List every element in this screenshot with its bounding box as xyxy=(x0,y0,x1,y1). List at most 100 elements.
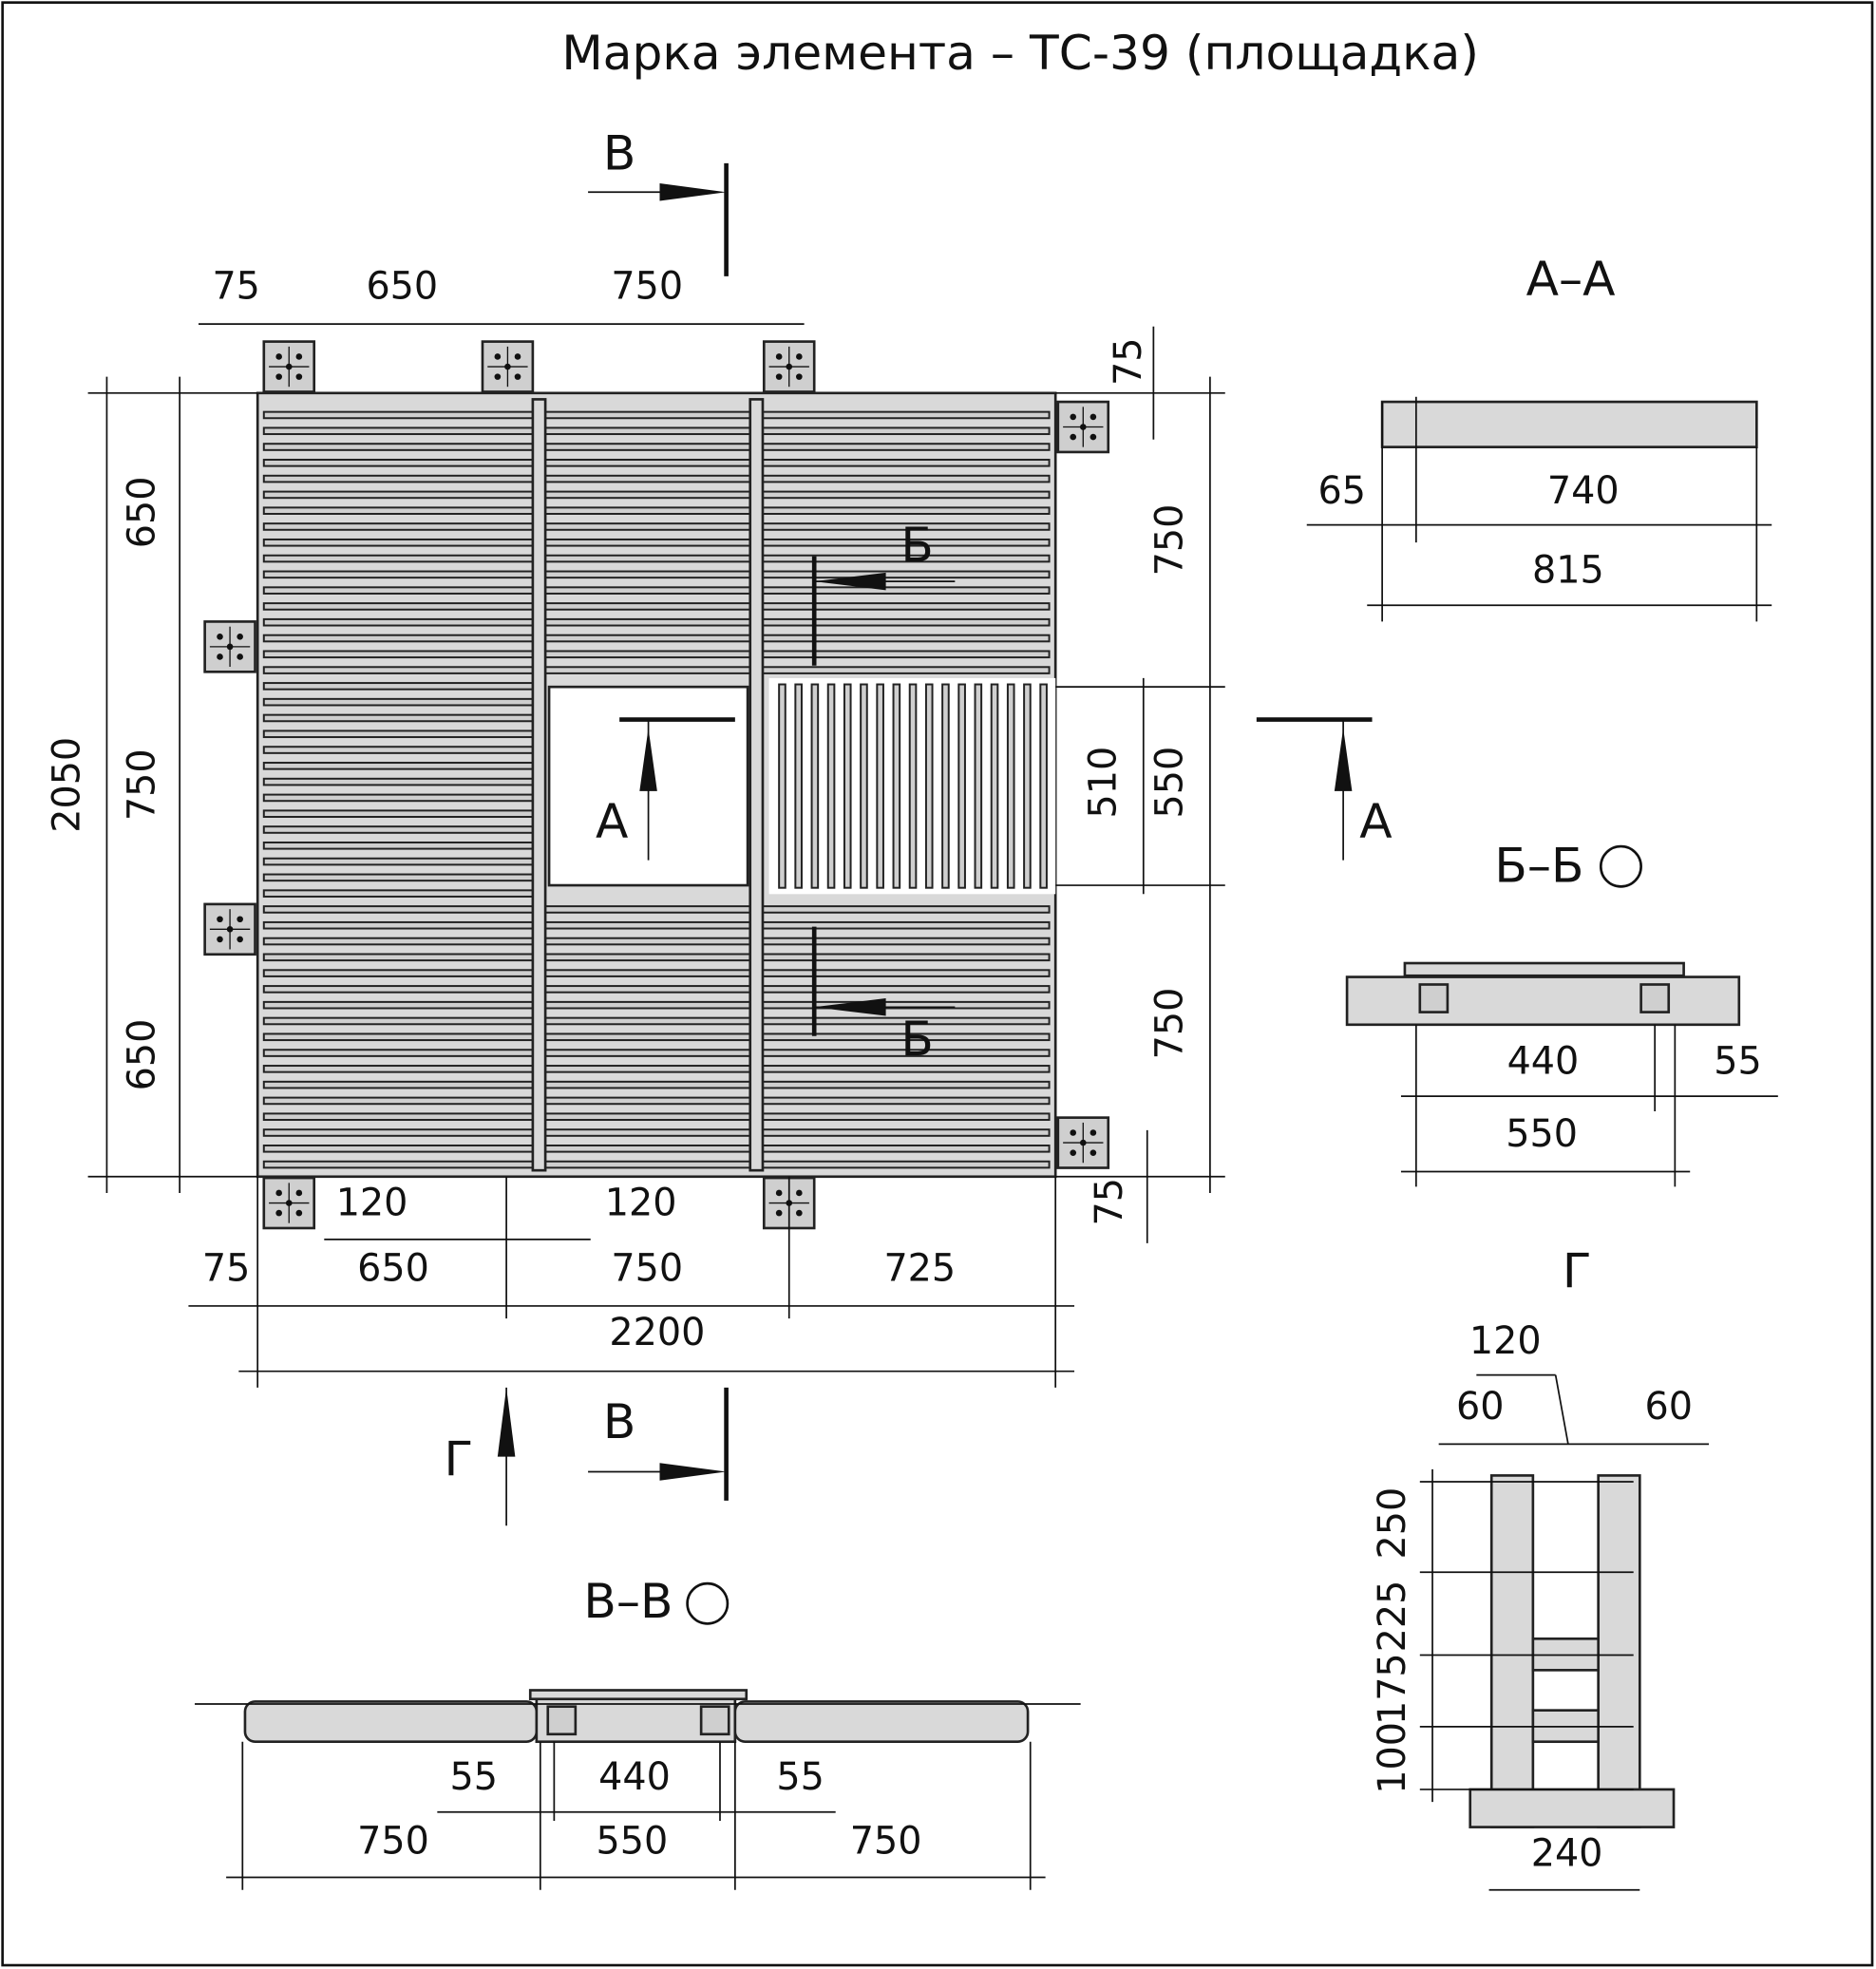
grating-bar xyxy=(262,746,545,754)
dim-text: 440 xyxy=(1507,1039,1580,1083)
dim-text: 740 xyxy=(1547,469,1620,513)
bolt-icon xyxy=(796,1209,803,1217)
grating-bar xyxy=(262,490,1051,500)
dim-text: 650 xyxy=(121,1019,164,1091)
insert-bar xyxy=(924,683,934,889)
grating-bar xyxy=(262,969,1051,977)
anchor-plate xyxy=(546,1705,578,1736)
grating-bar xyxy=(262,1112,1051,1122)
dim-text: 225 xyxy=(1371,1581,1414,1653)
bolt-icon xyxy=(275,1189,282,1197)
insert-bar xyxy=(794,683,803,889)
dim-text: 75 xyxy=(1088,1178,1131,1225)
horizontal-bars xyxy=(262,410,1051,1169)
bolt-icon xyxy=(295,373,303,380)
dim-text: 250 xyxy=(1371,1487,1414,1560)
section-mark-v-top: В xyxy=(603,125,635,181)
dim-text: 750 xyxy=(611,1246,683,1290)
dim-text: 65 xyxy=(1318,469,1366,513)
dim-text: 750 xyxy=(1148,988,1192,1060)
dim-text: 120 xyxy=(1469,1319,1542,1363)
post-left xyxy=(531,398,547,1172)
insert-bar xyxy=(1023,683,1032,889)
grating-bar xyxy=(262,506,1051,515)
grating-bar xyxy=(262,1080,1051,1089)
insert-bar xyxy=(876,683,884,889)
dim-text: 750 xyxy=(1148,504,1192,577)
bolt-icon xyxy=(514,353,521,360)
bolt-icon xyxy=(1090,1149,1097,1156)
dim-text: 550 xyxy=(1506,1112,1578,1156)
section-title: В–В xyxy=(583,1573,673,1629)
grating-bar xyxy=(262,777,545,786)
insert-vertical-bars xyxy=(778,683,1048,889)
rotation-icon xyxy=(686,1581,730,1625)
section-mark-a-right: А xyxy=(1359,793,1392,849)
section-title: А–А xyxy=(1526,251,1616,307)
dim-text: 60 xyxy=(1456,1385,1504,1429)
grating-bar xyxy=(262,650,1051,659)
bolt-icon xyxy=(295,1209,303,1217)
bolt-icon xyxy=(295,353,303,360)
grating-bar xyxy=(262,985,1051,994)
dim-text: 75 xyxy=(212,265,259,309)
section-body-left xyxy=(243,1700,539,1744)
section-title: Б–Б xyxy=(1494,837,1583,893)
anchor-plate xyxy=(1418,983,1450,1013)
grating-bar xyxy=(262,1065,1051,1073)
section-body xyxy=(1380,400,1758,448)
grating-bar xyxy=(262,857,545,866)
section-vv: В–В 55 440 55 750 550 750 xyxy=(195,1573,1081,1890)
grating-bar xyxy=(262,1160,1051,1169)
grating-bar xyxy=(262,953,1051,962)
dim-text: 120 xyxy=(336,1182,408,1225)
grating-bar xyxy=(262,538,1051,547)
post-left xyxy=(1489,1474,1535,1828)
dim-text: 55 xyxy=(1714,1039,1761,1083)
bolt-icon xyxy=(275,1209,282,1217)
bolt-icon xyxy=(237,936,243,943)
drawing-title: Марка элемента – ТС-39 (площадка) xyxy=(561,25,1479,81)
bolt-icon xyxy=(1070,433,1077,441)
insert-bar xyxy=(908,683,918,889)
grating-bar xyxy=(262,793,545,803)
bolt-icon xyxy=(796,373,803,380)
bolt-icon xyxy=(1090,1129,1097,1136)
insert-bar xyxy=(941,683,950,889)
dim-text: 2050 xyxy=(45,737,88,833)
dim-text: 120 xyxy=(605,1182,677,1225)
section-mark-v-bottom: В xyxy=(603,1393,635,1449)
section-aa: А–А 65 740 815 xyxy=(1306,251,1772,622)
dim-text: 240 xyxy=(1531,1832,1603,1876)
insert-bar xyxy=(892,683,901,889)
post-right xyxy=(749,398,765,1172)
anchor-plate xyxy=(1639,983,1671,1013)
section-mark-b-bottom: Б xyxy=(900,1011,933,1067)
bolt-icon xyxy=(494,353,502,360)
dim-text: 55 xyxy=(449,1755,497,1799)
dim-text: 100 xyxy=(1371,1722,1414,1794)
dim-text: 750 xyxy=(357,1819,429,1863)
dim-text: 750 xyxy=(611,265,683,309)
grating-bar xyxy=(262,1128,1051,1137)
bolt-icon xyxy=(775,353,783,360)
grating-bar xyxy=(262,634,1051,643)
base-beam xyxy=(1469,1788,1676,1828)
dim-text: 550 xyxy=(597,1819,669,1863)
grating-bar xyxy=(262,889,545,898)
plan-dimensions: 75 650 750 75 750 510 550 750 75 650 750… xyxy=(45,265,1191,1354)
insert-bar xyxy=(860,683,868,889)
grating-bar xyxy=(262,1000,1051,1010)
bolt-icon xyxy=(237,633,243,640)
insert-bar xyxy=(778,683,786,889)
section-body-right xyxy=(733,1700,1030,1744)
grating-bar xyxy=(262,602,1051,611)
section-title: Г xyxy=(1563,1242,1592,1298)
grating-bar xyxy=(262,586,1051,595)
bolt-icon xyxy=(1070,413,1077,421)
dim-text: 75 xyxy=(202,1246,250,1290)
insert-bar xyxy=(974,683,983,889)
dim-text: 2200 xyxy=(609,1311,705,1354)
dim-text: 60 xyxy=(1644,1385,1692,1429)
